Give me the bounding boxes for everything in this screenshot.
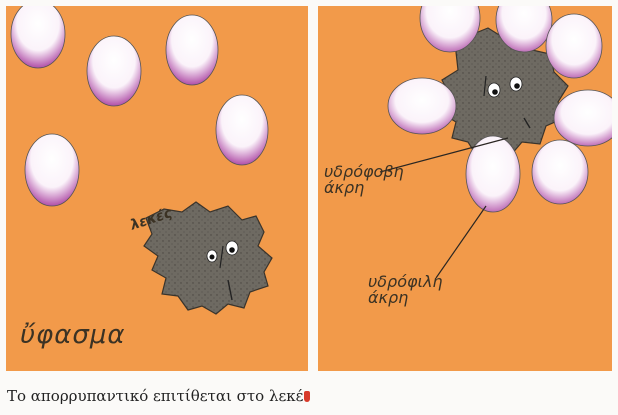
detergent-molecule-icon [532,140,588,204]
detergent-molecule-icon [166,15,218,85]
panel-fabric: λεκές ὔφασμα [6,6,308,371]
hydrophilic-pointer-line [436,206,486,278]
detergent-molecule-icon [388,78,456,134]
caption: Το απορρυπαντικό επιτίθεται στο λεκέ [7,387,310,405]
detergent-molecule-icon [87,36,141,106]
detergent-molecule-icon [11,6,65,68]
detergent-molecule-icon [25,134,79,206]
hydrophobic-end-label: υδρόφοβη άκρη [324,164,444,196]
detergent-molecule-icon [554,90,612,146]
detergent-molecule-icon [216,95,268,165]
hydrophobic-label-line-2: άκρη [324,180,444,196]
fabric-label: ὔφασμα [20,322,126,348]
detergent-molecule-icon [546,14,602,78]
panel-detergent-action: υδρόφοβη άκρη υδρόφιλη άκρη [318,6,612,371]
cursor-mark-icon [304,391,310,402]
hydrophilic-end-label: υδρόφιλη άκρη [368,274,488,306]
fabric-scene [6,6,308,371]
caption-text: Το απορρυπαντικό επιτίθεται στο λεκέ [7,387,303,405]
hydrophilic-label-line-2: άκρη [368,290,488,306]
